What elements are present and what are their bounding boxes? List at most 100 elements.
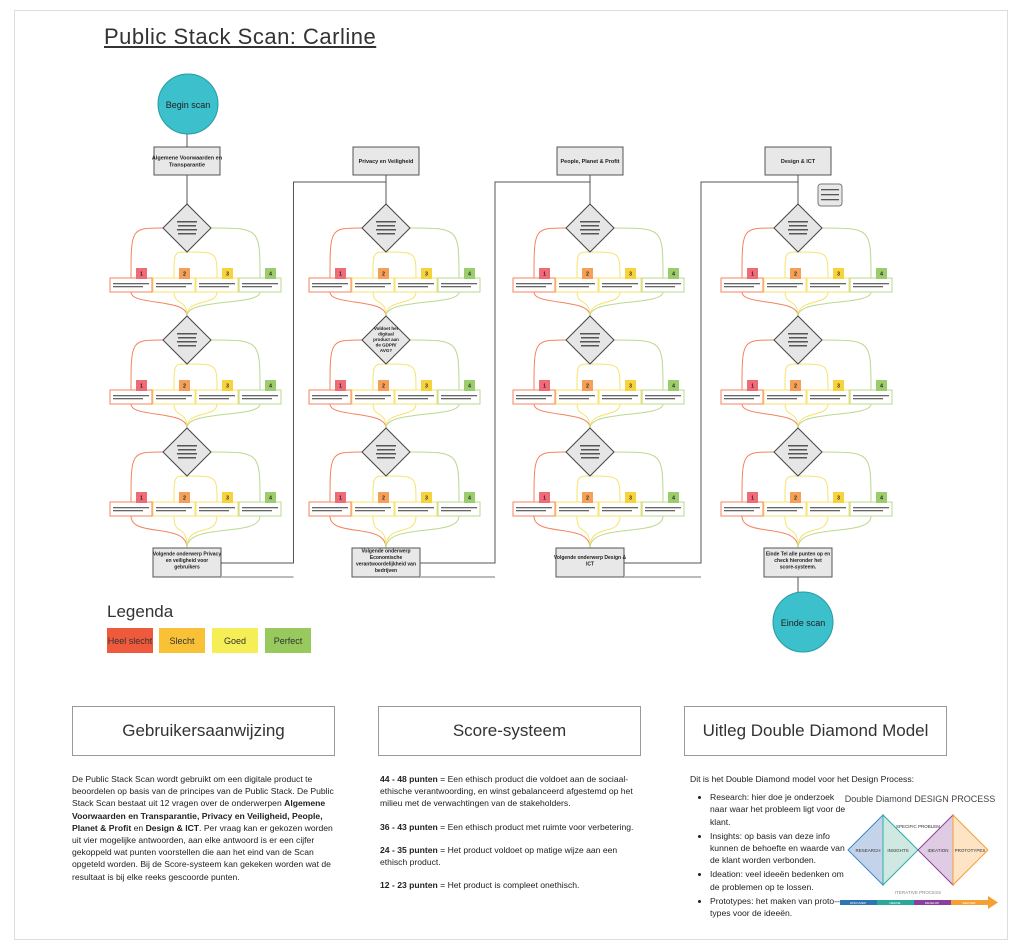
answer-text-line bbox=[810, 283, 846, 285]
note-text-line bbox=[821, 189, 839, 191]
question-diamond bbox=[565, 427, 615, 477]
score-badge bbox=[539, 268, 550, 279]
answer-text-line bbox=[767, 507, 803, 509]
answer-text-line bbox=[398, 283, 434, 285]
answer-connector bbox=[372, 251, 387, 279]
answer-connector bbox=[613, 227, 664, 279]
score-badge bbox=[625, 492, 636, 503]
score-badge-label: 3 bbox=[226, 496, 229, 502]
answer-text-line bbox=[724, 510, 754, 512]
answer-connector bbox=[385, 515, 417, 549]
answer-text-line bbox=[724, 507, 760, 509]
question-text-line bbox=[789, 337, 807, 339]
answer-text-line bbox=[645, 510, 675, 512]
answer-connector bbox=[385, 475, 417, 503]
score-badge-label: 4 bbox=[468, 272, 471, 278]
answer-connector bbox=[576, 475, 591, 503]
guide-heading: Gebruikersaanwijzing bbox=[72, 706, 335, 756]
topic-footer-box bbox=[152, 547, 222, 578]
score-badge bbox=[668, 380, 679, 391]
answer-text-line bbox=[312, 398, 342, 400]
answer-box bbox=[308, 501, 352, 517]
answer-box bbox=[109, 501, 153, 517]
dd-label: INSIGHTS bbox=[887, 848, 908, 853]
answer-text-line bbox=[767, 286, 797, 288]
score-badge-label: 3 bbox=[629, 496, 632, 502]
question-text-line bbox=[377, 233, 395, 235]
dd-item: Research: hier doe je onderzoek naar waa… bbox=[710, 791, 850, 828]
score-badge bbox=[335, 268, 346, 279]
score-badge bbox=[668, 268, 679, 279]
answer-text-line bbox=[398, 395, 434, 397]
answer-text-line bbox=[810, 507, 846, 509]
answer-box bbox=[351, 277, 395, 293]
answer-connector bbox=[533, 339, 567, 391]
answer-text-line bbox=[312, 395, 348, 397]
score-row: 44 - 48 punten = Een ethisch product die… bbox=[380, 773, 642, 810]
score-badge bbox=[790, 380, 801, 391]
note-text-line bbox=[821, 194, 839, 196]
answer-box bbox=[308, 389, 352, 405]
legend-slecht: Slecht bbox=[159, 628, 205, 653]
answer-connector bbox=[210, 339, 261, 391]
score-badge bbox=[222, 380, 233, 391]
score-badge bbox=[464, 268, 475, 279]
guide-text: De Public Stack Scan wordt gebruikt om e… bbox=[72, 773, 342, 883]
dd-phase: DEFINE bbox=[889, 901, 900, 905]
score-badge bbox=[136, 380, 147, 391]
answer-connector bbox=[130, 515, 188, 549]
score-badge bbox=[833, 492, 844, 503]
answer-text-line bbox=[312, 510, 342, 512]
score-badge-label: 2 bbox=[586, 272, 589, 278]
topic-header-box bbox=[764, 146, 832, 176]
dd-item: Ideation: veel ideeën bedenken om de pro… bbox=[710, 868, 850, 892]
answer-text-line bbox=[355, 395, 391, 397]
guide-text-3: . Per vraag kan er gekozen worden uit vi… bbox=[72, 822, 333, 882]
answer-box bbox=[720, 389, 764, 405]
answer-text-line bbox=[559, 395, 595, 397]
score-badge-label: 1 bbox=[140, 384, 143, 390]
answer-connector bbox=[589, 363, 621, 391]
guide-text-1: De Public Stack Scan wordt gebruikt om e… bbox=[72, 774, 334, 809]
answer-connector bbox=[797, 291, 872, 317]
score-badge bbox=[335, 492, 346, 503]
answer-connector bbox=[329, 451, 363, 503]
answer-connector bbox=[741, 291, 799, 317]
answer-connector bbox=[186, 251, 218, 279]
answer-text-line bbox=[441, 507, 477, 509]
score-badge bbox=[222, 268, 233, 279]
answer-box bbox=[437, 277, 481, 293]
score-heading: Score-systeem bbox=[378, 706, 641, 756]
answer-text-line bbox=[516, 286, 546, 288]
answer-box bbox=[555, 277, 599, 293]
dd-list: Research: hier doe je onderzoek naar waa… bbox=[690, 791, 850, 919]
answer-text-line bbox=[242, 510, 272, 512]
answer-box bbox=[351, 389, 395, 405]
dd-label: IDEATION bbox=[928, 848, 949, 853]
score-badge bbox=[790, 268, 801, 279]
answer-connector bbox=[186, 515, 261, 549]
question-text-line bbox=[177, 221, 197, 223]
answer-connector bbox=[210, 451, 261, 503]
answer-box bbox=[806, 277, 850, 293]
question-text-line bbox=[178, 457, 196, 459]
answer-text-line bbox=[312, 286, 342, 288]
question-text-line bbox=[580, 221, 600, 223]
guide-bold-2: Design & ICT bbox=[145, 822, 200, 833]
score-badge-label: 4 bbox=[672, 496, 675, 502]
score-badge-label: 4 bbox=[672, 272, 675, 278]
answer-text-line bbox=[113, 510, 143, 512]
answer-connector bbox=[409, 227, 460, 279]
question-text-line bbox=[581, 457, 599, 459]
score-badge bbox=[625, 268, 636, 279]
dd-heading: Uitleg Double Diamond Model bbox=[684, 706, 947, 756]
answer-connector bbox=[186, 475, 218, 503]
topic-header-label: People, Planet & Profit bbox=[561, 159, 620, 165]
score-desc: = Een ethisch product die voldoet aan de… bbox=[380, 774, 633, 809]
question-text-line bbox=[377, 225, 395, 227]
dd-prototypes-shape bbox=[952, 813, 989, 887]
question-text-line bbox=[581, 449, 599, 451]
